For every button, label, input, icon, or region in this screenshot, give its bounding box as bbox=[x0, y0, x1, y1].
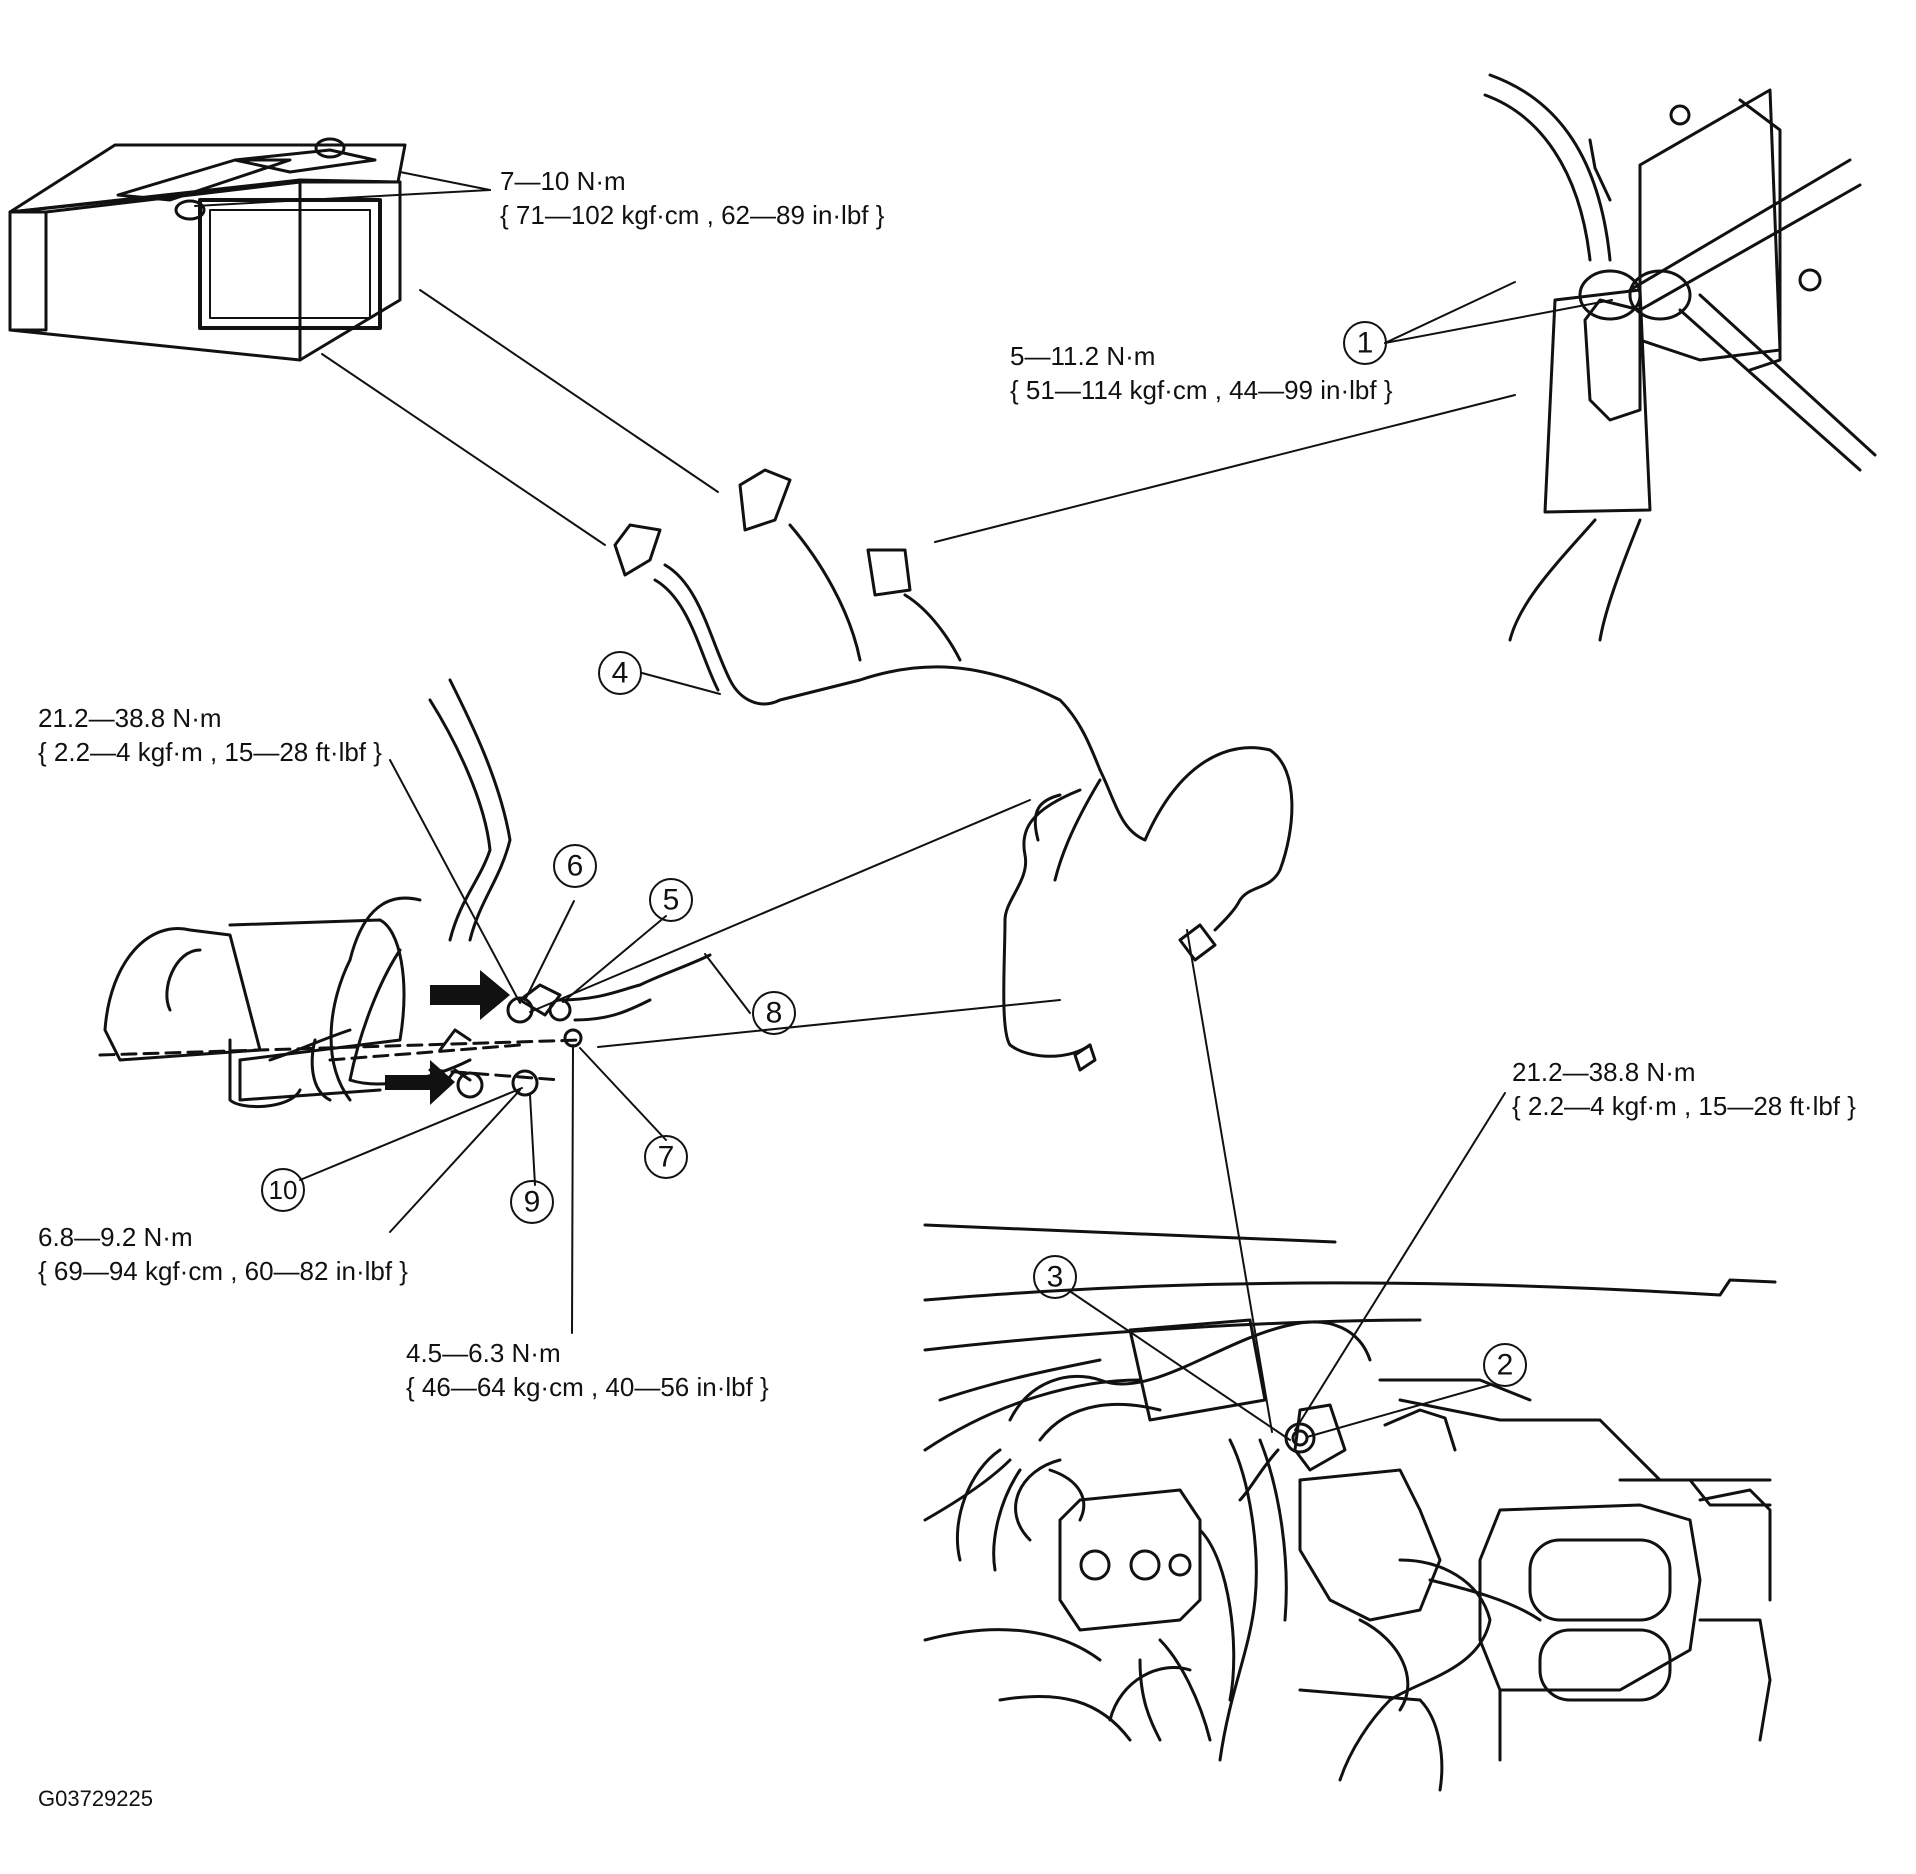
figure-id: G03729225 bbox=[38, 1786, 153, 1811]
callout-3-label: 3 bbox=[1047, 1261, 1064, 1294]
callout-4-label: 4 bbox=[612, 657, 629, 690]
starter-solenoid-illustration bbox=[1483, 73, 1877, 642]
torque-spec-starter-b-terminal-alt: { 2.2—4 kgf·m , 15—28 ft·lbf } bbox=[38, 737, 382, 767]
callout-5-label: 5 bbox=[663, 884, 680, 917]
callout-7-label: 7 bbox=[658, 1141, 675, 1174]
callout-8-label: 8 bbox=[766, 997, 783, 1030]
torque-spec-engine-ground-metric: 21.2—38.8 N·m bbox=[1512, 1057, 1696, 1087]
callout-2: 2 bbox=[1483, 1343, 1527, 1387]
starter-motor-illustration bbox=[98, 678, 712, 1109]
torque-spec-starter-b-terminal-metric: 21.2—38.8 N·m bbox=[38, 703, 222, 733]
battery-illustration bbox=[8, 137, 407, 362]
engine-compartment-illustration bbox=[923, 1223, 1777, 1792]
torque-spec-battery-terminals: 7—10 N·m { 71—102 kgf·cm , 62—89 in·lbf … bbox=[500, 164, 884, 232]
torque-spec-solenoid-nuts-metric: 5—11.2 N·m bbox=[1010, 341, 1156, 371]
torque-spec-battery-terminals-metric: 7—10 N·m bbox=[500, 166, 626, 196]
callout-9: 9 bbox=[510, 1180, 554, 1224]
torque-spec-starter-b-terminal: 21.2—38.8 N·m { 2.2—4 kgf·m , 15—28 ft·l… bbox=[38, 701, 382, 769]
callout-10-label: 10 bbox=[269, 1175, 298, 1205]
callout-9-label: 9 bbox=[524, 1186, 541, 1219]
callout-6: 6 bbox=[553, 844, 597, 888]
torque-spec-engine-ground-alt: { 2.2—4 kgf·m , 15—28 ft·lbf } bbox=[1512, 1091, 1856, 1121]
torque-spec-solenoid-nuts: 5—11.2 N·m { 51—114 kgf·cm , 44—99 in·lb… bbox=[1010, 339, 1393, 407]
cable-harness-illustration bbox=[613, 468, 1294, 1072]
callout-5: 5 bbox=[649, 878, 693, 922]
torque-spec-starter-nut-9-alt: { 69—94 kgf·cm , 60—82 in·lbf } bbox=[38, 1256, 408, 1286]
callout-1: 1 bbox=[1343, 321, 1387, 365]
leader-lines bbox=[194, 171, 1613, 1441]
torque-spec-battery-terminals-alt: { 71—102 kgf·cm , 62—89 in·lbf } bbox=[500, 200, 885, 230]
callout-2-label: 2 bbox=[1497, 1349, 1514, 1382]
callout-1-label: 1 bbox=[1357, 327, 1374, 360]
torque-spec-solenoid-nuts-alt: { 51—114 kgf·cm , 44—99 in·lbf } bbox=[1010, 375, 1393, 405]
torque-spec-starter-nut-9-metric: 6.8—9.2 N·m bbox=[38, 1222, 193, 1252]
callout-8: 8 bbox=[752, 991, 796, 1035]
torque-spec-engine-ground: 21.2—38.8 N·m { 2.2—4 kgf·m , 15—28 ft·l… bbox=[1512, 1055, 1856, 1123]
torque-spec-starter-nut-7-alt: { 46—64 kg·cm , 40—56 in·lbf } bbox=[406, 1372, 769, 1402]
callout-4: 4 bbox=[598, 651, 642, 695]
torque-spec-starter-nut-7: 4.5—6.3 N·m { 46—64 kg·cm , 40—56 in·lbf… bbox=[406, 1336, 769, 1404]
torque-spec-starter-nut-7-metric: 4.5—6.3 N·m bbox=[406, 1338, 561, 1368]
callout-6-label: 6 bbox=[567, 850, 584, 883]
callout-3: 3 bbox=[1033, 1255, 1077, 1299]
torque-spec-starter-nut-9: 6.8—9.2 N·m { 69—94 kgf·cm , 60—82 in·lb… bbox=[38, 1220, 408, 1288]
callout-10: 10 bbox=[261, 1168, 305, 1212]
callout-7: 7 bbox=[644, 1135, 688, 1179]
